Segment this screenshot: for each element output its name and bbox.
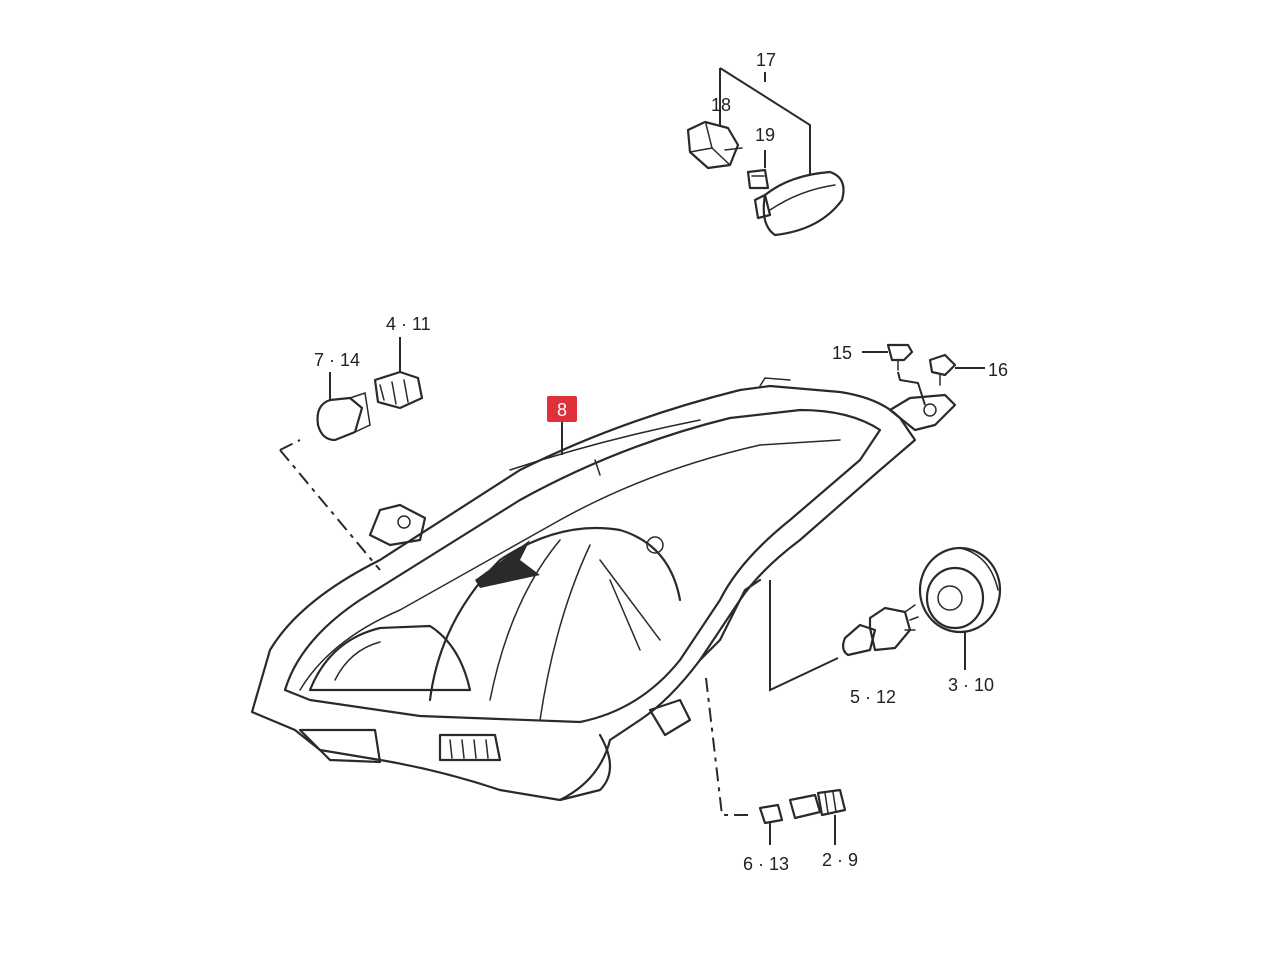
position-socket-icon (788, 788, 847, 845)
callout-8-highlight: 8 (547, 396, 577, 455)
callout-2-9: 2 · 9 (822, 850, 858, 870)
callout-8: 8 (557, 400, 567, 420)
highlight-box (547, 396, 577, 422)
leaders-17-18-19 (719, 67, 811, 175)
turn-signal-bulb-icon (316, 372, 371, 442)
bulb-socket-4-11-icon (373, 337, 424, 410)
callout-18: 18 (711, 95, 731, 115)
socket-18-icon (686, 120, 743, 170)
wedge-bulb-19-icon (746, 168, 770, 190)
callout-5-12: 5 · 12 (850, 687, 896, 707)
callout-6-13: 6 · 13 (743, 854, 789, 874)
screw-15-icon (862, 343, 914, 371)
callout-7-14: 7 · 14 (314, 350, 360, 370)
headlamp-assembly (250, 377, 957, 802)
dust-cover-icon (918, 546, 1002, 670)
headlamp-bulb-icon (769, 580, 919, 692)
side-marker-assembly (753, 170, 845, 237)
leader-turn-signal (279, 439, 381, 571)
callout-19: 19 (755, 125, 775, 145)
callout-3-10: 3 · 10 (948, 675, 994, 695)
leader-clips (897, 371, 926, 406)
clip-16-icon (928, 353, 985, 386)
callout-16: 16 (988, 360, 1008, 380)
callout-17: 17 (756, 50, 776, 70)
leader-bottom-socket (705, 677, 752, 816)
position-bulb-icon (758, 803, 784, 845)
callout-4-11: 4 · 11 (386, 314, 431, 334)
callout-15: 15 (832, 343, 852, 363)
